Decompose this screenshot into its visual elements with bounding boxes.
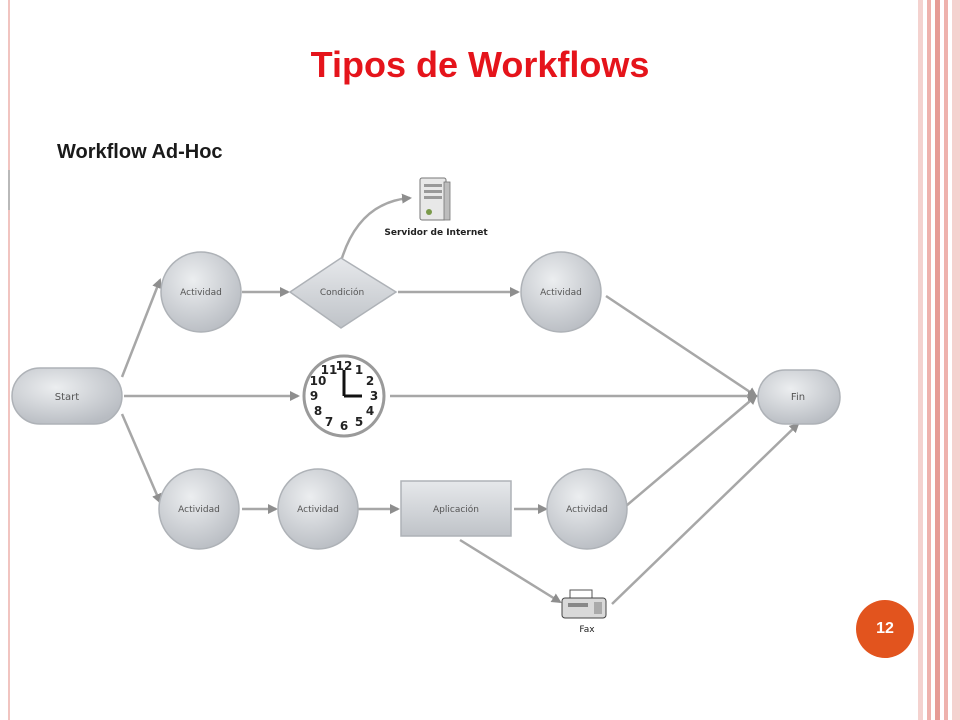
edge-app-to-fax: [459, 538, 562, 604]
slide-title: Tipos de Workflows: [310, 44, 650, 85]
node-activity-bottom-3: Actividad: [546, 468, 628, 550]
node-activity-bottom-2-label: Actividad: [297, 505, 339, 515]
clock-number: 1: [355, 363, 363, 377]
clock-number: 6: [340, 419, 348, 433]
node-activity-top-1: Actividad: [160, 251, 242, 333]
page-number-badge: 12: [856, 600, 914, 658]
clock-number: 10: [310, 374, 327, 388]
clock-number: 11: [321, 363, 338, 377]
node-activity-top-2-label: Actividad: [540, 288, 582, 298]
edge-start-to-activity-bottom: [120, 413, 162, 504]
workflow-edges: [120, 193, 800, 605]
edge-start-to-activity-top: [120, 278, 162, 378]
node-activity-bottom-2: Actividad: [277, 468, 359, 550]
node-activity-bottom-1-label: Actividad: [178, 505, 220, 515]
edge-condition-to-server: [340, 193, 412, 259]
clock-number: 9: [310, 389, 318, 403]
node-server-label: Servidor de Internet: [384, 228, 488, 238]
clock-number: 2: [366, 374, 374, 388]
left-border-line: [8, 0, 10, 720]
clock-number: 7: [325, 415, 333, 429]
node-end: Fin: [757, 369, 841, 425]
clock-number: 5: [355, 415, 363, 429]
left-border-accent: [8, 170, 10, 210]
node-fax-label: Fax: [579, 625, 595, 635]
node-start-label: Start: [55, 392, 80, 403]
edge-fax-to-end: [611, 422, 800, 605]
slide-subtitle: Workflow Ad-Hoc: [57, 141, 223, 163]
node-activity-top-1-label: Actividad: [180, 288, 222, 298]
clock-number: 12: [336, 359, 353, 373]
node-application-label: Aplicación: [433, 504, 479, 515]
clock-number: 3: [370, 389, 378, 403]
node-activity-top-2: Actividad: [520, 251, 602, 333]
node-condition-label: Condición: [320, 287, 364, 298]
node-end-label: Fin: [791, 392, 805, 403]
clock-number: 4: [366, 404, 374, 418]
node-activity-bottom-3-label: Actividad: [566, 505, 608, 515]
node-start: Start: [11, 367, 123, 425]
edge-activity-to-end: [605, 294, 758, 398]
node-activity-bottom-1: Actividad: [158, 468, 240, 550]
server-icon: [419, 177, 451, 221]
workflow-diagram: Start Actividad Condición Actividad Serv…: [11, 177, 841, 635]
node-application: Aplicación: [400, 480, 512, 537]
fax-icon: [561, 589, 607, 619]
clock-number: 8: [314, 404, 322, 418]
node-condition: Condición: [288, 257, 398, 329]
right-decorative-stripes: [918, 0, 960, 720]
edge-activity-b3-to-end: [625, 394, 758, 507]
